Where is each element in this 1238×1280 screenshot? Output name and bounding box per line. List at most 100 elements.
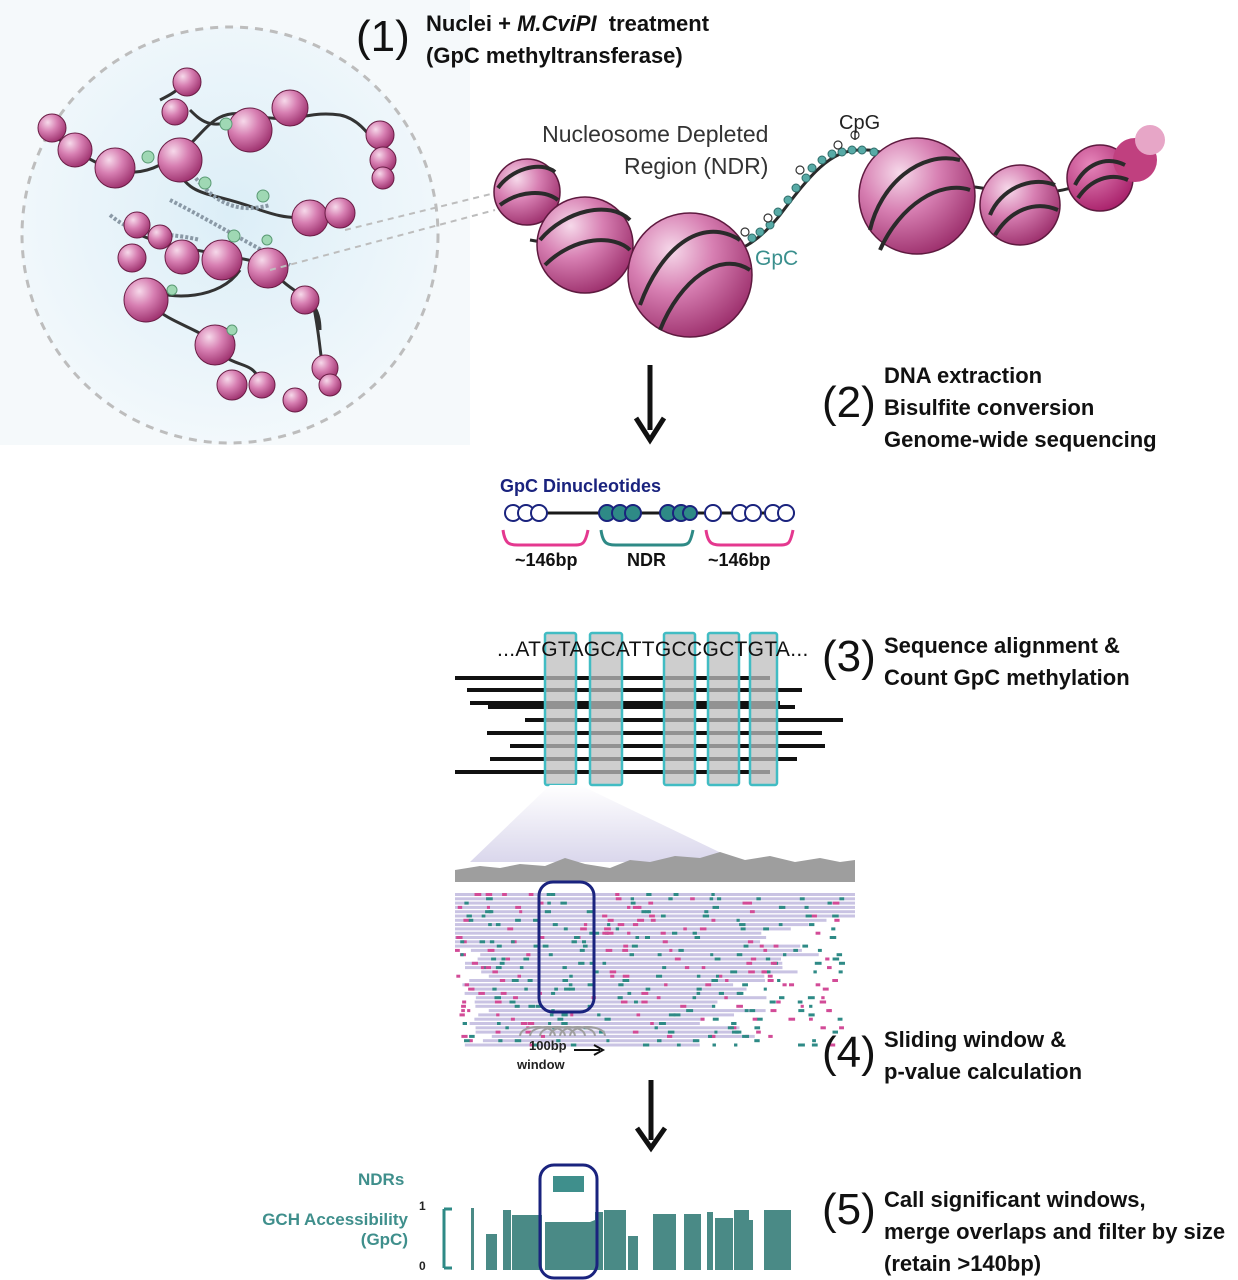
methylation-mark — [589, 961, 595, 965]
methylation-mark — [539, 936, 545, 939]
methylation-mark — [515, 918, 521, 922]
methylation-mark — [464, 983, 470, 987]
methylation-mark — [474, 893, 482, 896]
browser-read — [469, 979, 766, 982]
gpc-label: GpC — [755, 247, 799, 270]
methylation-mark — [568, 983, 573, 987]
methylation-mark — [607, 931, 614, 935]
browser-read — [455, 923, 809, 927]
methylation-mark — [569, 974, 573, 978]
methylation-mark — [562, 979, 569, 982]
methylation-mark — [570, 1043, 577, 1047]
gpc-dinucleotide-schematic — [501, 504, 795, 547]
browser-read-rows — [455, 893, 855, 1047]
methylation-mark — [481, 914, 486, 918]
ndr-label-line1: Nucleosome Depleted — [542, 121, 769, 147]
methylation-mark — [468, 918, 474, 922]
methylation-mark — [672, 931, 678, 935]
methylation-mark — [821, 996, 825, 1000]
methylation-mark — [820, 1026, 826, 1030]
methylation-mark — [727, 1026, 734, 1030]
browser-read — [475, 1026, 740, 1030]
accessibility-bar — [503, 1210, 511, 1270]
methylation-mark — [548, 953, 553, 957]
methylation-mark — [815, 931, 821, 935]
methylation-mark — [486, 905, 490, 909]
methylation-mark — [486, 897, 493, 901]
methylation-mark — [525, 1030, 532, 1034]
methylation-mark — [660, 931, 666, 935]
browser-read — [482, 1039, 698, 1043]
methylation-mark — [494, 996, 501, 1000]
methylation-mark — [528, 893, 534, 896]
methylation-mark — [461, 1004, 466, 1008]
methylation-mark — [615, 927, 620, 931]
methylation-mark — [524, 987, 528, 991]
methylation-mark — [798, 1009, 805, 1013]
methylation-mark — [487, 948, 495, 952]
methylation-mark — [517, 974, 522, 978]
step2-line3: Genome-wide sequencing — [884, 427, 1157, 452]
methylation-mark — [827, 966, 832, 970]
methylation-mark — [627, 905, 631, 909]
methylation-mark — [627, 991, 632, 995]
methylation-mark — [660, 914, 666, 918]
browser-read — [481, 970, 798, 974]
step5-line3: (retain >140bp) — [884, 1251, 1042, 1276]
dinucleotides-title: GpC Dinucleotides — [500, 476, 662, 496]
methylation-mark — [815, 983, 821, 987]
methylation-mark — [714, 957, 721, 961]
methylation-mark — [496, 944, 502, 948]
methylation-mark — [491, 957, 497, 961]
methylation-mark — [629, 953, 635, 957]
methylation-mark — [669, 948, 673, 952]
methylation-mark — [514, 1004, 520, 1008]
methylation-mark — [656, 996, 661, 1000]
methylation-mark — [808, 914, 815, 918]
genome-browser-panel — [455, 852, 855, 1056]
methylation-mark — [748, 970, 755, 974]
accessibility-label-line2: (GpC) — [360, 1230, 408, 1249]
methylation-mark — [605, 948, 613, 952]
methylation-mark — [642, 1043, 650, 1047]
methylation-mark — [485, 966, 491, 970]
methylation-mark — [817, 948, 822, 952]
accessibility-bar — [707, 1212, 713, 1270]
methylation-mark — [646, 893, 652, 896]
accessibility-bar — [628, 1236, 638, 1270]
methylation-mark — [538, 901, 544, 905]
methylation-mark — [704, 910, 709, 914]
methylation-mark — [750, 957, 757, 961]
methylation-mark — [832, 914, 839, 918]
methylation-mark — [811, 914, 817, 918]
methylation-mark — [674, 957, 681, 961]
methylation-mark — [456, 936, 463, 939]
ndr-label-line2: Region (NDR) — [624, 153, 769, 179]
methylation-mark — [546, 893, 551, 896]
methylation-mark — [460, 940, 465, 944]
methylation-mark — [773, 944, 779, 948]
zoom-wedge — [470, 785, 740, 862]
methylation-mark — [696, 987, 702, 991]
methylation-mark — [467, 1009, 471, 1013]
methylation-mark — [839, 897, 845, 901]
methylation-mark — [574, 936, 580, 939]
methylation-mark — [788, 1017, 796, 1021]
step1-line2: (GpC methyltransferase) — [426, 43, 683, 68]
methylation-mark — [744, 1009, 749, 1013]
methylation-mark — [645, 987, 651, 991]
methylation-mark — [627, 931, 631, 935]
methylation-mark — [631, 944, 638, 948]
methylation-mark — [459, 1013, 465, 1017]
methylation-mark — [550, 893, 556, 896]
methylation-mark — [754, 1026, 761, 1030]
step2-line2: Bisulfite conversion — [884, 395, 1095, 420]
methylation-mark — [536, 1004, 543, 1008]
methylation-mark — [711, 979, 718, 982]
methylation-mark — [710, 1034, 716, 1038]
methylation-mark — [825, 957, 830, 961]
methylation-mark — [544, 910, 551, 914]
methylation-mark — [712, 905, 720, 909]
methylation-mark — [462, 1000, 467, 1004]
